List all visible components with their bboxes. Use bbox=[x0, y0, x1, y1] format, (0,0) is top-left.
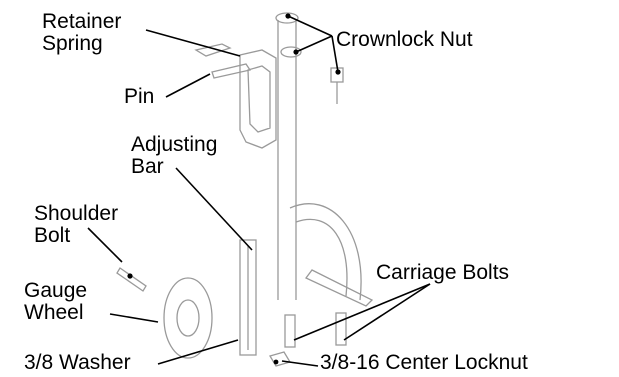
leader-crownlock-nut-3 bbox=[331, 35, 339, 73]
leader-retainer-spring bbox=[145, 29, 241, 57]
gauge-wheel-label: Gauge Wheel bbox=[24, 279, 88, 324]
adjusting-bar-part bbox=[239, 239, 257, 356]
retainer-spring-part bbox=[194, 43, 232, 57]
leader-shoulder-bolt bbox=[87, 227, 123, 263]
curved-frame-arm bbox=[289, 203, 374, 307]
center-locknut-part bbox=[269, 351, 291, 367]
center-locknut-label: 3/8-16 Center Locknut bbox=[320, 351, 528, 374]
upper-bracket bbox=[239, 49, 277, 149]
crownlock-nut-label: Crownlock Nut bbox=[336, 28, 473, 51]
gauge-wheel-part bbox=[163, 277, 213, 359]
vertical-shaft bbox=[275, 12, 302, 300]
retainer-spring-label: Retainer Spring bbox=[42, 10, 122, 55]
leader-crownlock-nut-2 bbox=[295, 35, 333, 53]
pin-part bbox=[211, 63, 252, 79]
leader-carriage-bolts-2 bbox=[343, 283, 431, 341]
marker-dots bbox=[127, 13, 341, 365]
carriage-bolts-label: Carriage Bolts bbox=[376, 261, 510, 284]
leader-washer bbox=[157, 339, 239, 365]
leader-lines bbox=[87, 15, 431, 367]
adjusting-bar-label: Adjusting Bar bbox=[131, 133, 218, 178]
leader-gauge-wheel bbox=[109, 313, 159, 323]
shoulder-bolt-part bbox=[116, 267, 147, 292]
carriage-bolts-part bbox=[284, 312, 347, 348]
pin-label: Pin bbox=[124, 85, 155, 108]
leader-center-locknut bbox=[281, 360, 319, 367]
leader-carriage-bolts-1 bbox=[293, 283, 431, 341]
leader-adjusting-bar bbox=[175, 167, 253, 251]
shoulder-bolt-label: Shoulder Bolt bbox=[34, 202, 119, 247]
washer-label: 3/8 Washer bbox=[24, 351, 131, 374]
leader-pin bbox=[165, 73, 211, 98]
leader-crownlock-nut-1 bbox=[287, 15, 333, 37]
